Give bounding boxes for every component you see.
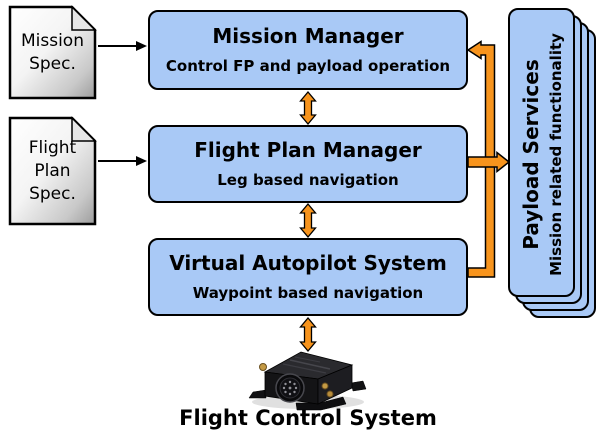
mission-spec-line1: Mission	[20, 30, 84, 51]
payload-services-box: Payload Services Mission related functio…	[508, 8, 575, 297]
flight-plan-spec-document-icon	[8, 116, 97, 226]
payload-services-rotated-text: Payload Services Mission related functio…	[510, 10, 573, 299]
virtual-autopilot-box: Virtual Autopilot System Waypoint based …	[148, 238, 468, 316]
flight-plan-manager-title: Flight Plan Manager	[194, 138, 422, 162]
virtual-autopilot-subtitle: Waypoint based navigation	[192, 284, 424, 302]
mission-manager-subtitle: Control FP and payload operation	[165, 57, 451, 75]
payload-services-title: Payload Services	[518, 59, 543, 250]
flight-control-hardware-icon	[248, 351, 367, 411]
flight-plan-manager-subtitle: Leg based navigation	[217, 171, 399, 189]
mission-manager-title: Mission Manager	[212, 24, 404, 48]
flight-plan-spec-line2: Plan	[34, 160, 71, 181]
payload-bus-connector	[466, 40, 496, 278]
flight-plan-spec-line3: Spec.	[29, 183, 76, 204]
mission-spec-arrow	[98, 41, 147, 51]
mission-spec-label: Mission Spec.	[10, 7, 95, 98]
mission-spec-line2: Spec.	[29, 53, 76, 74]
flight-control-system-label: Flight Control System	[179, 406, 437, 430]
flight-plan-manager-box: Flight Plan Manager Leg based navigation	[148, 125, 468, 203]
mission-manager-box: Mission Manager Control FP and payload o…	[148, 10, 468, 90]
flight-plan-spec-arrow	[98, 156, 147, 166]
vas-fcs-double-arrow	[299, 316, 317, 353]
flight-plan-spec-label: Flight Plan Spec.	[10, 118, 95, 224]
flight-plan-spec-line1: Flight	[28, 137, 77, 158]
fpm-vas-double-arrow	[299, 202, 317, 239]
fpm-to-payload-arrow	[467, 150, 511, 174]
mission-spec-document-icon	[8, 5, 97, 100]
virtual-autopilot-title: Virtual Autopilot System	[169, 251, 447, 275]
mm-fpm-double-arrow	[299, 90, 317, 126]
payload-services-subtitle: Mission related functionality	[546, 33, 565, 276]
